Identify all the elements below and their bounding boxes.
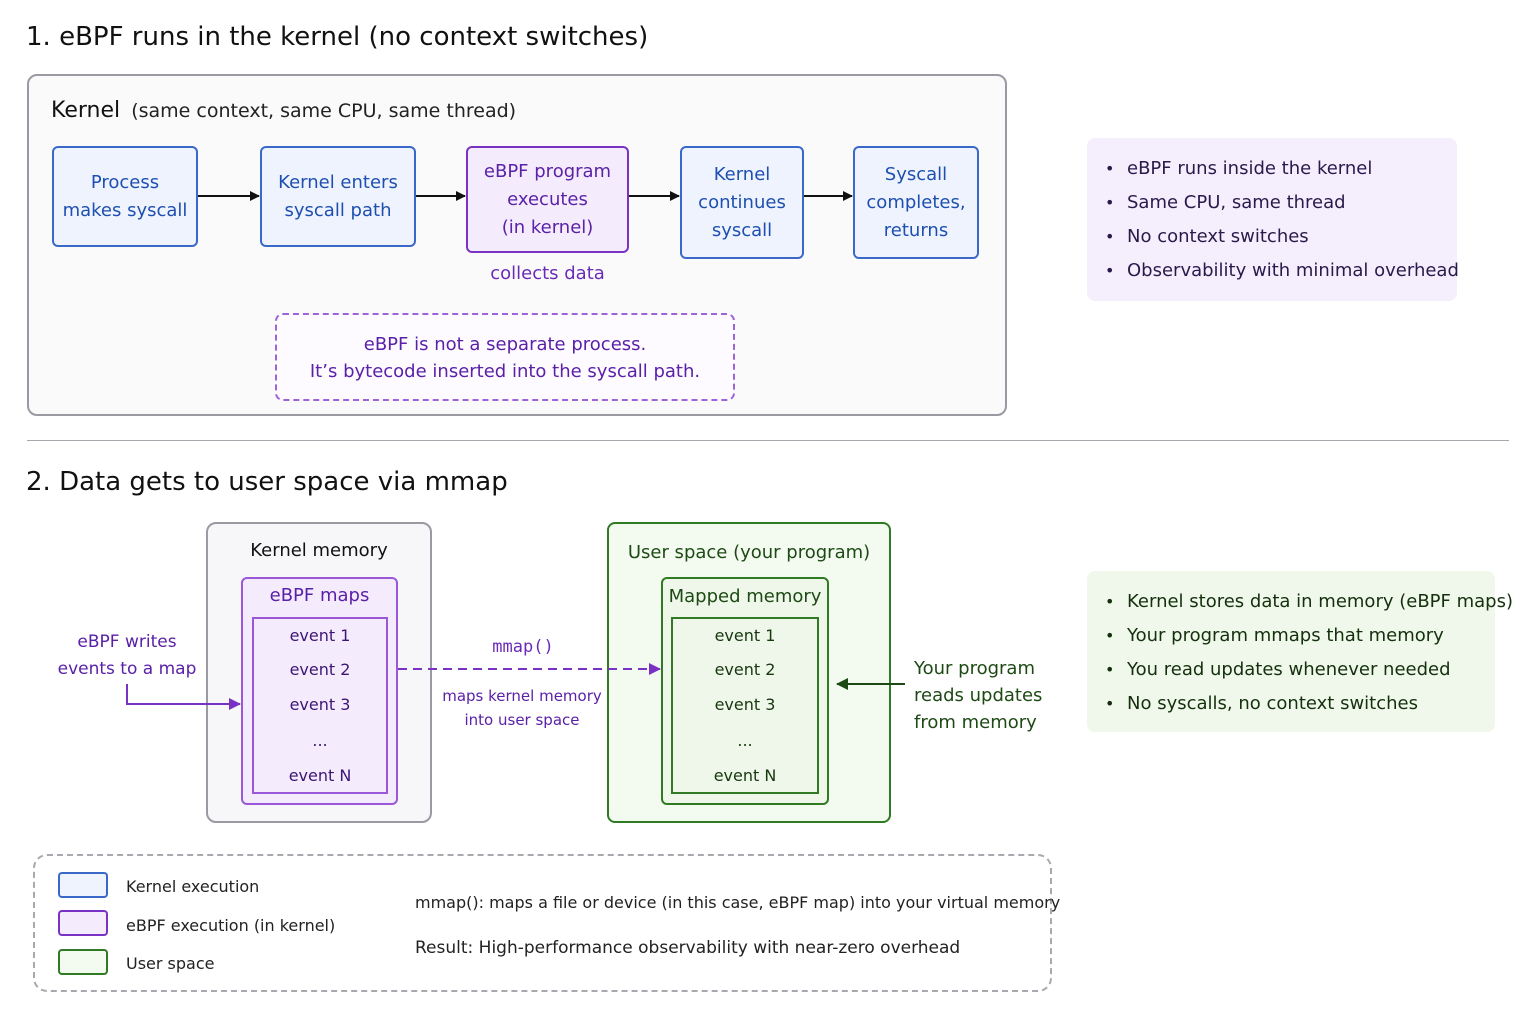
summary2-item: Kernel stores data in memory (eBPF maps) [1105, 589, 1513, 623]
mapped-memory-title: Mapped memory [668, 586, 822, 607]
step-kernel-enters-syscall: Kernel enters syscall path [260, 146, 416, 247]
step-ebpf-program-executes: eBPF program executes (in kernel) [466, 146, 629, 253]
legend-swatch-kernel [58, 872, 108, 898]
program-reads-label: Your program reads updates from memory [914, 658, 1043, 733]
user-event-row: event N [671, 758, 819, 794]
legend-panel [33, 854, 1052, 992]
legend-mmap-note: mmap(): maps a file or device (in this c… [415, 893, 1061, 912]
legend-label-ebpf: eBPF execution (in kernel) [126, 916, 336, 935]
write-to-map-arrow [126, 684, 241, 710]
kernel-label: Kernel [51, 98, 121, 123]
step-kernel-continues: Kernel continues syscall [680, 146, 804, 259]
step-syscall-completes: Syscall completes, returns [853, 146, 979, 259]
summary1-item: Same CPU, same thread [1105, 190, 1437, 224]
summary1-item: eBPF runs inside the kernel [1105, 156, 1437, 190]
user-event-row: event 3 [671, 687, 819, 724]
summary2-item: No syscalls, no context switches [1105, 691, 1475, 725]
legend-swatch-ebpf [58, 910, 108, 936]
user-event-row: event 2 [671, 651, 819, 689]
ebpf-note-line1: eBPF is not a separate process. [363, 334, 647, 355]
legend-label-kernel: Kernel execution [126, 877, 260, 896]
summary1-item: No context switches [1105, 224, 1437, 258]
summary2-item: You read updates whenever needed [1105, 657, 1475, 691]
legend-label-user: User space [126, 954, 215, 973]
user-event-row: ... [671, 722, 819, 760]
kernel-memory-title: Kernel memory [250, 540, 388, 561]
kernel-panel-header: Kernel (same context, same CPU, same thr… [51, 98, 516, 123]
mmap-description: maps kernel memory into user space [442, 687, 602, 729]
collects-data-label: collects data [490, 263, 605, 284]
ebpf-note-line2: It’s bytecode inserted into the syscall … [309, 361, 701, 382]
user-space-title: User space (your program) [627, 542, 871, 563]
section1-summary: eBPF runs inside the kernel Same CPU, sa… [1087, 138, 1459, 301]
kernel-event-row: event 1 [252, 617, 388, 653]
kernel-sublabel: (same context, same CPU, same thread) [131, 100, 517, 122]
mmap-label: mmap() [492, 637, 554, 657]
legend-swatch-user [58, 949, 108, 975]
step-process-makes-syscall: Process makes syscall [52, 146, 198, 247]
summary2-item: Your program mmaps that memory [1105, 623, 1475, 657]
section2-title: 2. Data gets to user space via mmap [26, 467, 508, 497]
ebpf-note: eBPF is not a separate process. It’s byt… [275, 313, 735, 401]
summary1-item: Observability with minimal overhead [1105, 258, 1459, 292]
ebpf-writes-label: eBPF writes events to a map [57, 632, 197, 679]
ebpf-maps-title: eBPF maps [269, 585, 370, 606]
section2-summary: Kernel stores data in memory (eBPF maps)… [1087, 571, 1513, 732]
section-divider [27, 440, 1509, 441]
legend-result-note: Result: High-performance observability w… [415, 938, 961, 958]
kernel-event-row: event N [252, 758, 388, 794]
section1-title: 1. eBPF runs in the kernel (no context s… [26, 22, 649, 52]
